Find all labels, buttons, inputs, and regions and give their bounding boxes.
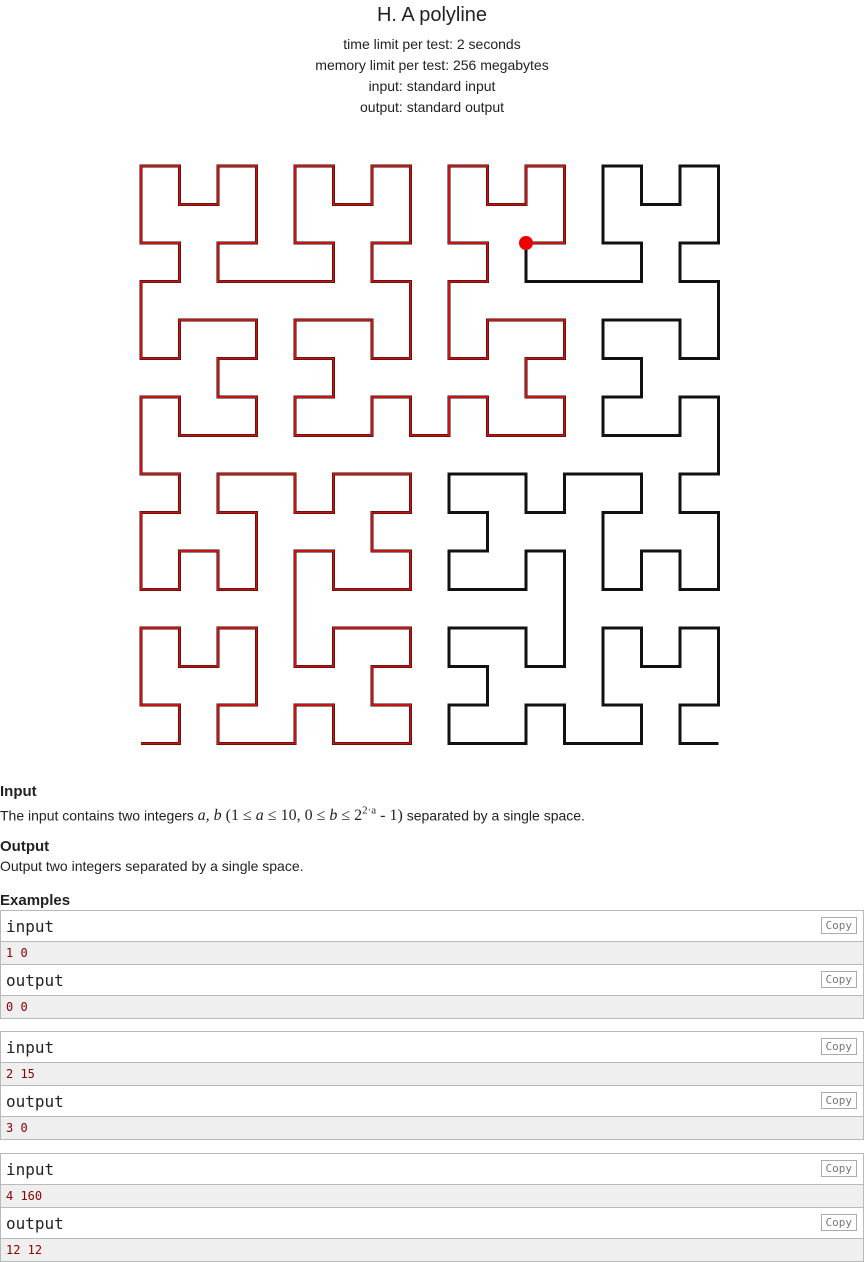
examples-title-block: Examples [0,892,864,910]
example-output-label: output [6,1214,64,1233]
example-input-header: input Copy [1,1032,863,1063]
example-output-label: output [6,971,64,990]
example-input-label: input [6,1160,55,1179]
example-input-label: input [6,1038,55,1057]
example-input-header: input Copy [1,911,863,942]
copy-output-button[interactable]: Copy [820,1214,857,1231]
problem-header: H. A polyline time limit per test: 2 sec… [0,0,864,118]
copy-input-button[interactable]: Copy [820,1160,857,1177]
copy-output-button[interactable]: Copy [820,1092,857,1109]
examples-title: Examples [0,892,71,909]
example-output-label: output [6,1092,64,1111]
example-3: input Copy 4 160 output Copy 12 12 [0,1153,864,1262]
problem-limits: time limit per test: 2 seconds memory li… [0,34,864,118]
input-constraint-math: a, b (1 ≤ a ≤ 10, 0 ≤ b ≤ 22·a - 1) [197,805,403,825]
example-output-value: 12 12 [1,1239,863,1261]
polyline-highlight [140,165,566,745]
example-output-header: output Copy [1,1208,863,1239]
example-output-header: output Copy [1,965,863,996]
copy-output-button[interactable]: Copy [820,971,857,988]
example-input-label: input [6,917,55,936]
time-limit: time limit per test: 2 seconds [343,36,521,52]
output-section: Output Output two integers separated by … [0,838,864,876]
example-input-value: 1 0 [1,942,863,965]
copy-input-button[interactable]: Copy [820,917,857,934]
example-output-value: 3 0 [1,1117,863,1139]
input-section: Input The input contains two integers a,… [0,783,864,826]
example-output-value: 0 0 [1,996,863,1018]
example-input-header: input Copy [1,1154,863,1185]
copy-input-button[interactable]: Copy [820,1038,857,1055]
example-1: input Copy 1 0 output Copy 0 0 [0,910,864,1019]
output-file: output: standard output [360,99,504,115]
problem-title: H. A polyline [376,4,488,26]
example-output-header: output Copy [1,1086,863,1117]
example-input-value: 2 15 [1,1063,863,1086]
example-2: input Copy 2 15 output Copy 3 0 [0,1031,864,1140]
current-point-marker [519,236,533,250]
polyline-figure [139,164,720,745]
input-section-title: Input [0,783,37,800]
output-section-text: Output two integers separated by a singl… [0,858,304,874]
example-input-value: 4 160 [1,1185,863,1208]
memory-limit: memory limit per test: 256 megabytes [315,57,549,73]
polyline-curve [139,164,720,745]
input-section-text: The input contains two integers a, b (1 … [0,805,585,825]
output-section-title: Output [0,838,50,855]
input-file: input: standard input [368,78,496,94]
